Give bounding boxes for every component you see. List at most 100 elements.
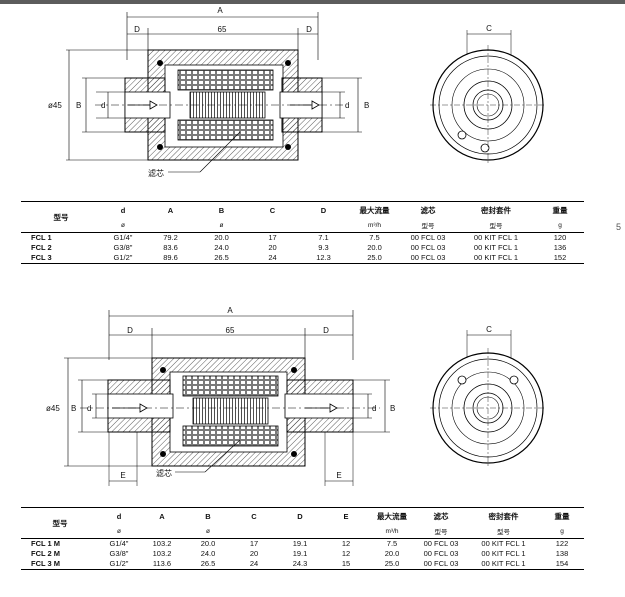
- unit-dd: [298, 218, 349, 233]
- header-model: 型号: [53, 212, 69, 222]
- unit-dd-2: [277, 524, 323, 539]
- table-row: FCL 2 M G3/8" 103.2 24.0 20 19.1 12 20.0…: [21, 549, 584, 559]
- cell: 20: [249, 549, 259, 558]
- header-filter: 滤芯: [420, 205, 436, 215]
- cell: 19.1: [292, 539, 308, 548]
- cell: 20: [268, 243, 277, 252]
- header-seal-kit-2: 密封套件: [488, 511, 519, 521]
- table1-body: FCL 1 G1/4" 79.2 20.0 17 7.1 7.5 00 FCL …: [21, 233, 584, 264]
- cell: 20.0: [384, 549, 400, 558]
- cell: 12: [341, 539, 351, 548]
- cell: G1/4": [113, 233, 133, 242]
- cell: 7.5: [386, 539, 398, 548]
- unit-max-flow: m³/h: [368, 221, 381, 229]
- cell: 122: [555, 539, 569, 548]
- cell: 00 KIT FCL 1: [481, 539, 526, 548]
- dim-label-d-right: D: [306, 25, 312, 34]
- cell: 103.2: [152, 539, 172, 548]
- cell: 113.6: [152, 559, 172, 568]
- cell: 00 FCL 03: [410, 233, 446, 242]
- unit-c-2: [231, 524, 277, 539]
- table-row: FCL 1 G1/4" 79.2 20.0 17 7.1 7.5 00 FCL …: [21, 233, 584, 244]
- unit-b: ø: [219, 221, 224, 229]
- cell: 00 FCL 03: [410, 243, 446, 252]
- dim-label-c: C: [486, 24, 492, 33]
- cell: 120: [553, 233, 567, 242]
- header-dd: D: [320, 205, 327, 215]
- cell: 00 KIT FCL 1: [481, 559, 526, 568]
- header-weight-2: 重量: [554, 511, 570, 521]
- cell: 00 KIT FCL 1: [481, 549, 526, 558]
- cell: 19.1: [292, 549, 308, 558]
- dim-label-e-right: E: [336, 471, 341, 480]
- cell: G1/4": [109, 539, 129, 548]
- cell: G3/8": [109, 549, 129, 558]
- header-max-flow: 最大流量: [359, 205, 390, 215]
- header-seal-kit: 密封套件: [481, 205, 511, 215]
- dim-label-b-right: B: [364, 101, 369, 110]
- unit-d: ø: [121, 221, 125, 229]
- cell: 00 FCL 03: [423, 539, 459, 548]
- unit-c: [247, 218, 298, 233]
- dim-label-e-left: E: [120, 471, 125, 480]
- cell: 79.2: [163, 233, 178, 242]
- dim-label-c-2: C: [486, 325, 492, 334]
- cell: 20.0: [200, 539, 216, 548]
- unit-a-2: [139, 524, 185, 539]
- cell: 24.0: [214, 243, 229, 252]
- table-row: FCL 2 G3/8" 83.6 24.0 20 9.3 20.0 00 FCL…: [21, 243, 584, 253]
- header-e-2: E: [343, 511, 349, 521]
- cell: 00 FCL 03: [423, 549, 459, 558]
- dim-label-d-small-left-2: d: [87, 404, 91, 413]
- cell: 12.3: [316, 253, 331, 262]
- cell: 00 KIT FCL 1: [473, 233, 519, 242]
- unit-d-2: ø: [117, 527, 121, 535]
- cell: 83.6: [163, 243, 178, 252]
- dim-label-d-small-right-2: d: [372, 404, 376, 413]
- dim-label-d-left-2: D: [127, 326, 133, 335]
- unit-weight: g: [558, 221, 562, 229]
- table-row: FCL 3 G1/2" 89.6 26.5 24 12.3 25.0 00 FC…: [21, 253, 584, 264]
- table-row: FCL 1 M G1/4" 103.2 20.0 17 19.1 12 7.5 …: [21, 539, 584, 550]
- cell: 152: [553, 253, 567, 262]
- dim-label-a-2: A: [227, 306, 233, 315]
- cell: 17: [249, 539, 259, 548]
- cell: 12: [341, 549, 351, 558]
- label-filter-element: 滤芯: [148, 168, 164, 178]
- cell: 20.0: [214, 233, 229, 242]
- dim-label-b-left-2: B: [71, 404, 76, 413]
- spec-table-fcl-m: 型号 d A B C D E 最大流量 滤芯 密封套件 重量 ø ø m³/h …: [21, 507, 584, 570]
- cell: 7.1: [318, 233, 329, 242]
- cell: 138: [555, 549, 569, 558]
- cell: FCL 2: [31, 243, 52, 252]
- cell: 00 KIT FCL 1: [473, 243, 519, 252]
- cell: 26.5: [214, 253, 229, 262]
- dim-label-d-left: D: [134, 25, 140, 34]
- cell: 103.2: [152, 549, 172, 558]
- cell: 9.3: [318, 243, 329, 252]
- cell: FCL 3 M: [31, 559, 61, 568]
- unit-b-2: ø: [206, 527, 210, 535]
- header-model-2: 型号: [52, 518, 68, 528]
- header-a: A: [167, 205, 174, 215]
- header-max-flow-2: 最大流量: [377, 511, 407, 521]
- unit-filter: 型号: [421, 223, 435, 230]
- unit-max-flow-2: m³/h: [385, 527, 399, 535]
- unit-e-2: [323, 524, 369, 539]
- cell: 00 FCL 03: [423, 559, 459, 568]
- dim-label-b-left: B: [76, 101, 81, 110]
- spec-table-fcl: 型号 d A B C D 最大流量 滤芯 密封套件 重量 ø ø m³/h 型号…: [21, 201, 584, 264]
- cell: 24.0: [200, 549, 216, 558]
- cell: 89.6: [163, 253, 178, 262]
- cell: 00 FCL 03: [410, 253, 446, 262]
- cell: FCL 1 M: [31, 539, 61, 548]
- cell: 25.0: [367, 253, 382, 262]
- dim-label-d-small-left: d: [101, 101, 105, 110]
- cell: 15: [341, 559, 351, 568]
- header-d: d: [120, 205, 126, 215]
- header-c: C: [269, 205, 276, 215]
- unit-seal-kit-2: 型号: [497, 529, 510, 536]
- cell: 24: [268, 253, 277, 262]
- dim-label-phi45-2: ø45: [46, 404, 60, 413]
- page-section-number: 5: [616, 222, 622, 232]
